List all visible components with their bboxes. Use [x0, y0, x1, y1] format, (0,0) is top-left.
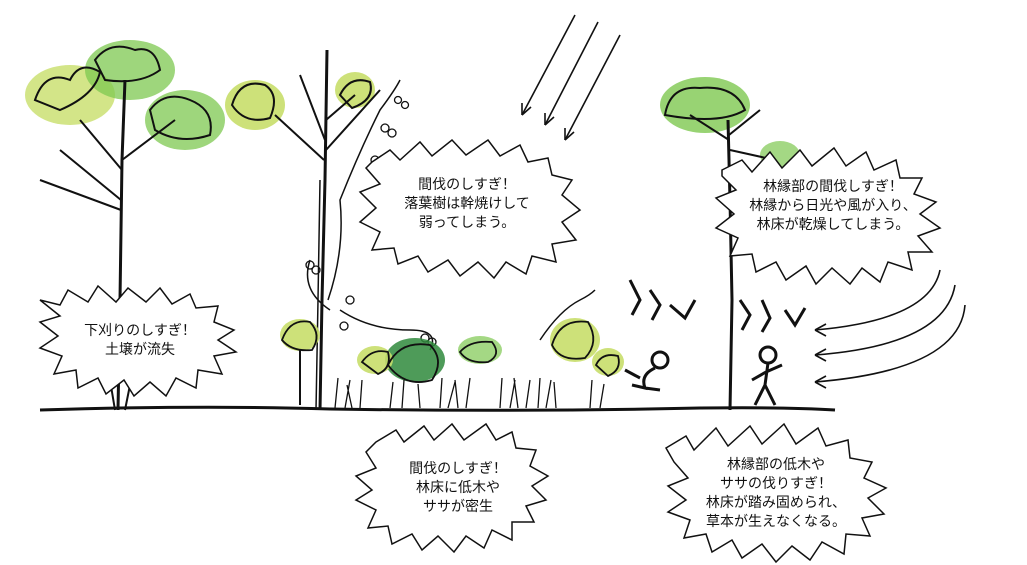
understory-shrubs [280, 289, 624, 409]
callout-bubble-edge-thinning [714, 146, 942, 286]
person-crouching [624, 279, 697, 392]
callout-line: 林縁部の低木や [727, 457, 825, 473]
callout-line: 林床が踏み固められ、 [705, 495, 847, 511]
callout-bubble-edge-cutting [664, 422, 888, 564]
callout-line: 弱ってしまう。 [418, 215, 516, 231]
callout-line: 林床に低木や [416, 480, 500, 496]
callout-bubble-deciduous [358, 138, 582, 280]
callout-line: ササが密生 [423, 499, 493, 515]
callout-bubble-weeding [38, 284, 238, 398]
ground-line [39, 405, 836, 412]
callout-bubble-understory [354, 422, 550, 554]
left-tree [25, 40, 225, 411]
callout-text-understory: 間伐のしすぎ！ 林床に低木や ササが密生 [385, 460, 531, 517]
callout-line: 落葉樹は幹焼けして [404, 196, 530, 212]
callout-text-edge-cutting: 林縁部の低木や ササの伐りすぎ！ 林床が踏み固められ、 草本が生えなくなる。 [684, 456, 868, 532]
callout-line: 林縁から日光や風が入り、 [749, 198, 917, 214]
callout-line: ササの伐りすぎ！ [720, 476, 832, 492]
callout-line: 土壌が流失 [105, 342, 175, 358]
callout-text-edge-thinning: 林縁部の間伐しすぎ！ 林縁から日光や風が入り、 林床が乾燥してしまう。 [738, 178, 928, 235]
callout-line: 林縁部の間伐しすぎ！ [763, 179, 903, 195]
callout-text-weeding: 下刈りのしすぎ！ 土壌が流失 [62, 322, 218, 360]
callout-line: 草本が生えなくなる。 [706, 514, 846, 530]
tall-tree [225, 49, 437, 411]
sunlight-arrows [521, 14, 621, 141]
callout-line: 下刈りのしすぎ！ [84, 323, 196, 339]
person-standing [738, 299, 807, 406]
callout-line: 林床が乾燥してしまう。 [756, 217, 910, 233]
callout-text-deciduous: 間伐のしすぎ！ 落葉樹は幹焼けして 弱ってしまう。 [378, 176, 556, 233]
right-tree [660, 77, 800, 411]
callout-line: 間伐のしすぎ！ [418, 177, 516, 193]
callout-line: 間伐のしすぎ！ [409, 461, 507, 477]
wind-arrows [814, 269, 966, 389]
